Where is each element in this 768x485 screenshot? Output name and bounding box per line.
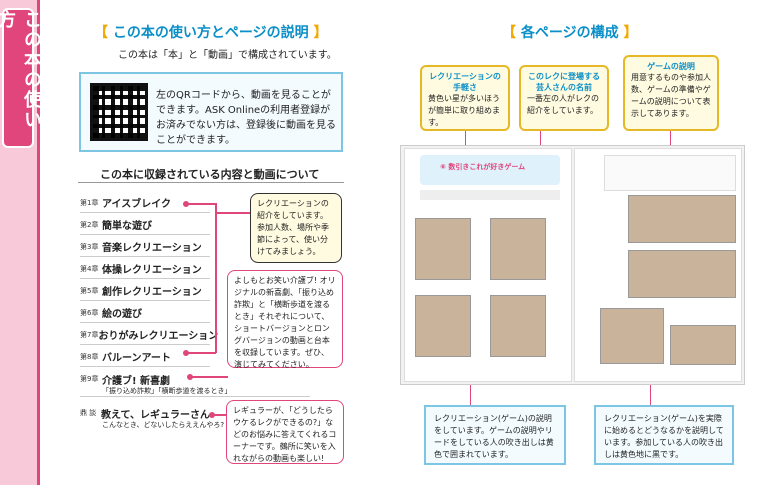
callout-body: 一番左の人がレクの紹介をしています。	[527, 94, 599, 115]
chapter-row: 第1章アイスブレイク	[80, 193, 210, 213]
connector-dot	[183, 350, 189, 356]
note-regular: レギュラーが、「どうしたらウケるレクができるの?」などのお悩みに答えてくれるコー…	[226, 400, 344, 464]
photo	[490, 218, 546, 280]
bottom-explainer-game: レクリエーション(ゲーム)の説明をしています。ゲームの説明やリードをしている人の…	[424, 405, 566, 465]
callout-body: 黄色い星が多いほうが簡単に取り組めます。	[428, 94, 500, 127]
chapter-row: 第2章簡単な遊び	[80, 215, 210, 235]
chapter-row: 第7章おりがみレクリエーション	[80, 325, 218, 345]
chapter-row: 第5章創作レクリエーション	[80, 281, 210, 301]
photo	[628, 195, 736, 243]
connector-line	[212, 414, 226, 416]
pointer-line	[470, 385, 471, 405]
spread-text-block	[420, 190, 560, 200]
chapter-row: 第8章バルーンアート	[80, 347, 210, 367]
qr-description: 左のQRコードから、動画を見ることができます。ASK Onlineの利用者登録が…	[156, 90, 336, 146]
callout-game: ゲームの説明 用意するものや参加人数、ゲームの準備やゲームの説明について表示して…	[623, 55, 719, 131]
chapter-row: 第9章介護ブ! 新喜劇	[80, 375, 171, 387]
connector-line	[215, 203, 217, 353]
callout-title: レクリエーションの手軽さ	[429, 72, 501, 92]
connector-line	[190, 376, 228, 378]
chapter-row: 鼎 談教えて、レギュラーさん	[80, 409, 210, 421]
note-recreation: レクリエーションの紹介をしています。参加人数、場所や季節によって、使い分けてみま…	[250, 193, 342, 263]
talk-sub: こんなとき、どないしたらええんやろ?	[102, 421, 225, 429]
spread-title: ⑥ 数引きこれが好きゲーム	[440, 163, 526, 171]
divider	[78, 182, 344, 183]
connector-line	[186, 203, 216, 205]
note-shinkigeki: よしもとお笑い介護ブ! オリジナルの新喜劇、「振り込め詐欺」と「横断歩道を渡ると…	[227, 270, 343, 369]
intro-text: この本は「本」と「動画」で構成されています。	[118, 50, 337, 61]
chapter-row: 第6章絵の遊び	[80, 303, 210, 323]
side-band-stripe	[37, 0, 40, 485]
photo	[415, 218, 471, 280]
photo	[490, 295, 546, 357]
chapter-row: 第4章体操レクリエーション	[80, 259, 210, 279]
connector-line	[186, 352, 216, 354]
photo	[600, 308, 664, 364]
divider	[80, 396, 310, 397]
connector-dot	[183, 201, 189, 207]
qr-code-icon[interactable]	[90, 83, 148, 141]
pointer-line	[650, 385, 651, 405]
chapter9-sub: 「振り込め詐欺」「横断歩道を渡るとき」	[102, 387, 232, 395]
pointer-line	[670, 131, 671, 151]
photo	[628, 250, 736, 298]
contents-heading: この本に収録されている内容と動画について	[100, 168, 320, 181]
callout-performers: このレクに登場する芸人さんの名前 一番左の人がレクの紹介をしています。	[519, 65, 609, 131]
chapter-row: 第3章音楽レクリエーション	[80, 237, 210, 257]
connector-line	[215, 212, 251, 214]
callout-title: このレクに登場する芸人さんの名前	[528, 72, 600, 92]
connector-dot	[187, 374, 193, 380]
spread-game-info	[604, 155, 736, 191]
photo	[415, 295, 471, 357]
photo	[670, 325, 736, 365]
callout-ease: レクリエーションの手軽さ 黄色い星が多いほうが簡単に取り組めます。	[420, 65, 510, 131]
left-section-title: 【 この本の使い方とページの説明 】	[94, 25, 328, 41]
connector-dot	[209, 412, 215, 418]
side-tab[interactable]: この本の使い方	[0, 8, 42, 148]
right-section-title: 【 各ページの構成 】	[502, 25, 638, 41]
callout-body: 用意するものや参加人数、ゲームの準備やゲームの説明について表示してあります。	[631, 73, 711, 118]
bottom-explainer-play: レクリエーション(ゲーム)を実際に始めるとどうなるかを説明しています。参加してい…	[594, 405, 734, 465]
spread-header	[420, 155, 560, 185]
callout-title: ゲームの説明	[647, 62, 695, 71]
